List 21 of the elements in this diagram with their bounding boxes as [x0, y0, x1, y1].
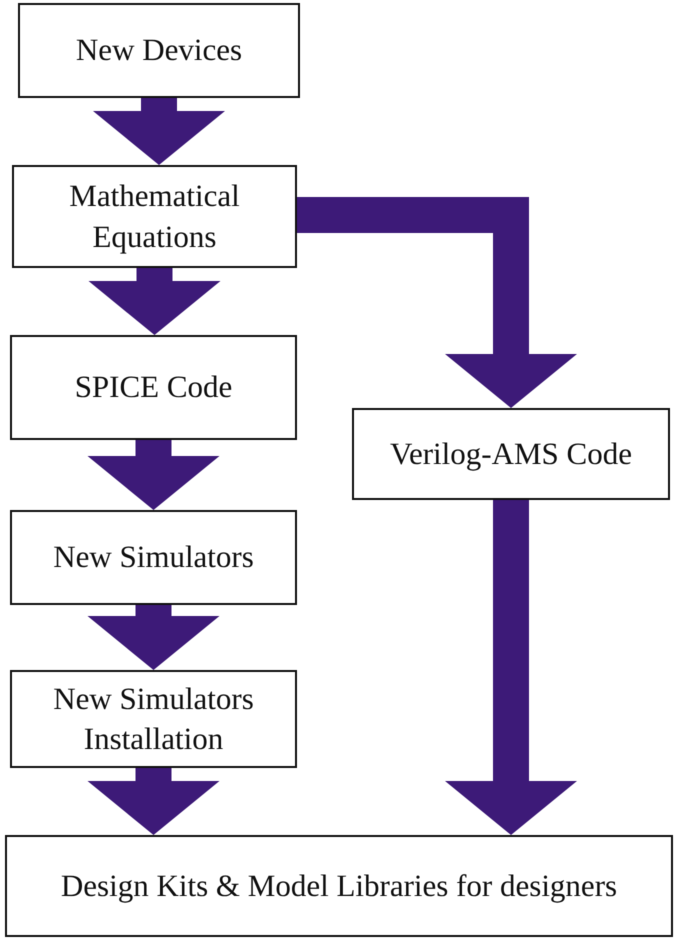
process-box: [18, 3, 300, 98]
process-box: [5, 835, 673, 937]
box-label: New Simulators Installation: [52, 680, 255, 758]
arrow: [88, 768, 220, 835]
arrow: [93, 98, 225, 165]
box-label: Design Kits & Model Libraries for designers: [60, 866, 618, 905]
box-label: Verilog-AMS Code: [390, 434, 632, 473]
arrow: [88, 440, 220, 510]
box-label: SPICE Code: [74, 368, 232, 406]
box-label: New Simulators: [53, 538, 254, 576]
box-label: New Devices: [76, 31, 242, 70]
arrow: [88, 268, 220, 335]
process-box: [10, 335, 297, 440]
process-box: [10, 670, 297, 768]
process-box: [10, 510, 297, 605]
process-box: [12, 165, 297, 268]
box-label: Mathematical Equations: [68, 177, 241, 256]
arrow: [88, 605, 220, 670]
arrow: [297, 197, 577, 408]
arrow: [445, 500, 577, 835]
process-box: [352, 408, 670, 500]
